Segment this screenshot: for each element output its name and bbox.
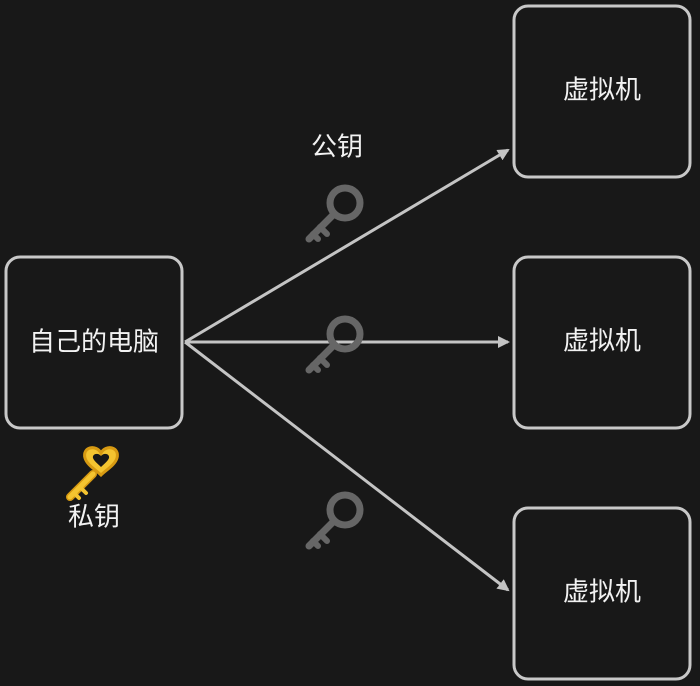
vm-top-box (512, 4, 692, 179)
vm-top-label: 虚拟机 (563, 76, 641, 106)
vm-middle-label: 虚拟机 (563, 327, 641, 357)
vm-bottom-box (512, 506, 692, 681)
vm-middle-node: 虚拟机 (512, 255, 692, 430)
private-key-label: 私钥 (68, 503, 120, 533)
public-key-icon (309, 319, 360, 370)
vm-top-node: 虚拟机 (512, 4, 692, 179)
public-key-label: 公钥 (311, 133, 363, 163)
public-key-icon (309, 188, 360, 239)
public-key-icon (309, 495, 360, 546)
source-node-box (4, 255, 184, 430)
edge-to-vm-top (184, 148, 510, 344)
source-node: 自己的电脑 (4, 255, 184, 430)
private-key-icon (70, 448, 117, 498)
vm-bottom-label: 虚拟机 (563, 578, 641, 608)
vm-middle-box (512, 255, 692, 430)
edge-to-vm-bottom (184, 340, 510, 592)
source-node-label: 自己的电脑 (29, 328, 159, 358)
vm-bottom-node: 虚拟机 (512, 506, 692, 681)
